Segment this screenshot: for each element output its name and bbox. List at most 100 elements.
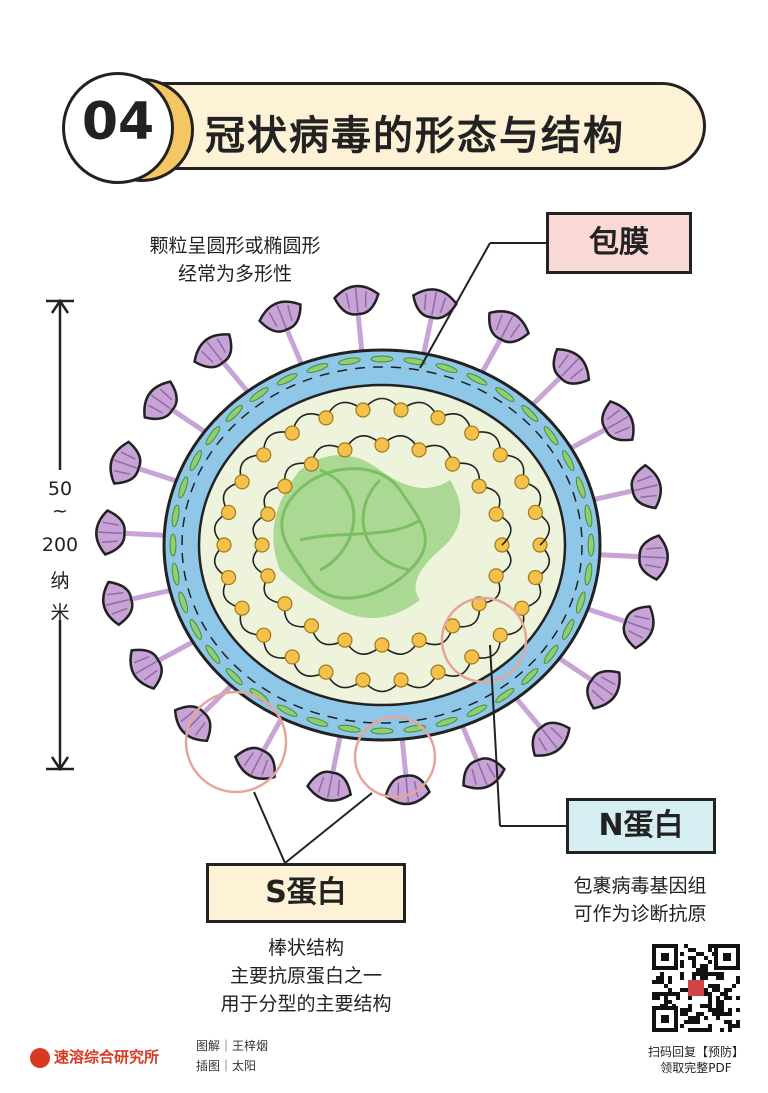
membrane-protein bbox=[466, 704, 488, 717]
membrane-protein bbox=[562, 450, 575, 471]
membrane-protein bbox=[189, 619, 202, 640]
s-protein-spike bbox=[584, 605, 655, 650]
membrane-protein bbox=[584, 504, 593, 528]
s-protein-spike bbox=[459, 722, 506, 790]
section-number: 04 bbox=[81, 92, 155, 152]
n-protein-bead bbox=[337, 442, 353, 458]
s-protein-spike bbox=[173, 681, 236, 743]
s-protein-spike bbox=[101, 580, 174, 627]
n-protein-bead bbox=[303, 618, 320, 634]
membrane-protein bbox=[276, 704, 298, 717]
membrane-protein bbox=[521, 667, 539, 686]
membrane-protein bbox=[370, 355, 394, 363]
n-protein-bead bbox=[430, 410, 446, 426]
membrane-protein bbox=[495, 387, 515, 402]
membrane-protein bbox=[205, 426, 221, 446]
size-unit-1: 纳 bbox=[50, 570, 70, 592]
s-protein-spike bbox=[555, 654, 621, 710]
n-protein-coils bbox=[214, 397, 550, 693]
number-badge bbox=[62, 72, 174, 184]
s-protein-spike bbox=[512, 694, 571, 757]
s-protein-spike bbox=[528, 347, 591, 409]
n-protein-bead bbox=[514, 600, 530, 616]
s-protein-highlight-left bbox=[184, 690, 288, 794]
s-protein-spike bbox=[596, 534, 669, 581]
s-protein-spike bbox=[109, 440, 180, 485]
n-protein-bead bbox=[277, 596, 293, 612]
s-protein-note: 棒状结构 主要抗原蛋白之一 用于分型的主要结构 bbox=[180, 934, 432, 1018]
n-protein-bead bbox=[234, 474, 250, 490]
membrane-protein bbox=[189, 450, 202, 471]
n-protein-bead bbox=[220, 569, 237, 586]
n-protein-bead bbox=[514, 474, 530, 490]
n-protein-bead bbox=[234, 600, 250, 616]
qr-code[interactable] bbox=[652, 944, 740, 1032]
s-protein-spike bbox=[333, 284, 380, 355]
size-value-max: 200 bbox=[41, 534, 79, 556]
s-protein-spike bbox=[129, 638, 197, 691]
membrane-protein bbox=[306, 716, 329, 727]
n-protein-bead bbox=[256, 627, 272, 643]
membrane-protein bbox=[575, 591, 586, 614]
membrane-protein bbox=[370, 727, 394, 735]
s-note-line1: 棒状结构 bbox=[267, 937, 344, 959]
envelope-label: 包膜 bbox=[546, 212, 692, 274]
membrane-protein bbox=[169, 533, 177, 557]
brand-name: 速溶综合研究所 bbox=[54, 1048, 160, 1066]
n-protein-bead bbox=[284, 425, 300, 441]
shape-note: 颗粒呈圆形或椭圆形 经常为多形性 bbox=[100, 232, 370, 288]
s-protein-spike bbox=[193, 333, 252, 396]
membrane-protein bbox=[575, 476, 586, 499]
size-tilde: ~ bbox=[52, 500, 68, 522]
n-protein-bead bbox=[355, 402, 371, 418]
membrane-protein bbox=[205, 644, 221, 664]
n-protein-bead bbox=[471, 478, 487, 494]
qr-center-logo bbox=[688, 980, 704, 996]
shape-note-line2: 经常为多形性 bbox=[177, 263, 292, 285]
n-protein-bead bbox=[444, 456, 461, 472]
membrane-protein bbox=[435, 363, 458, 374]
s-protein-leader-right bbox=[284, 792, 373, 864]
qr-caption-line1: 扫码回复【预防】 bbox=[647, 1045, 744, 1059]
n-protein-bead bbox=[284, 649, 300, 665]
membrane-protein bbox=[466, 373, 488, 386]
credit-diagram: 图解｜王梓烟 bbox=[196, 1039, 269, 1053]
membrane-protein bbox=[178, 591, 189, 614]
n-protein-bead bbox=[220, 504, 237, 521]
brand-logo: 速溶综合研究所 bbox=[30, 1046, 159, 1068]
n-protein-bead bbox=[260, 506, 276, 522]
membrane-protein bbox=[521, 404, 539, 423]
n-protein-bead bbox=[318, 410, 334, 426]
n-protein-bead bbox=[488, 506, 504, 522]
n-protein-bead bbox=[527, 504, 544, 521]
n-protein-bead bbox=[260, 568, 276, 584]
membrane-protein bbox=[435, 716, 458, 727]
membrane-protein bbox=[543, 426, 559, 446]
membrane-protein bbox=[562, 619, 575, 640]
n-protein-bead bbox=[492, 447, 508, 463]
n-protein-bead bbox=[337, 632, 353, 648]
brand-logo-icon bbox=[30, 1047, 50, 1068]
s-protein-spike bbox=[478, 310, 531, 376]
n-protein-bead bbox=[374, 637, 390, 653]
s-protein-spike bbox=[411, 288, 458, 358]
membrane-protein bbox=[225, 667, 243, 686]
n-protein-bead bbox=[256, 447, 272, 463]
s-protein-label: S蛋白 bbox=[206, 863, 406, 923]
qr-caption-line2: 领取完整PDF bbox=[660, 1061, 732, 1075]
membrane-protein bbox=[171, 562, 180, 586]
membrane-protein bbox=[225, 404, 243, 423]
membrane-protein bbox=[584, 562, 593, 586]
n-protein-bead bbox=[216, 537, 232, 553]
size-value-min: 50 bbox=[47, 478, 73, 500]
membrane-protein bbox=[543, 644, 559, 664]
membrane-protein bbox=[587, 533, 595, 557]
n-protein-leader bbox=[489, 644, 501, 827]
n-protein-bead bbox=[464, 649, 480, 665]
n-protein-bead bbox=[318, 664, 334, 680]
n-protein-bead bbox=[488, 568, 504, 584]
s-note-line2: 主要抗原蛋白之一 bbox=[229, 965, 382, 987]
n-protein-highlight bbox=[440, 596, 528, 684]
qr-caption: 扫码回复【预防】 领取完整PDF bbox=[640, 1044, 752, 1076]
